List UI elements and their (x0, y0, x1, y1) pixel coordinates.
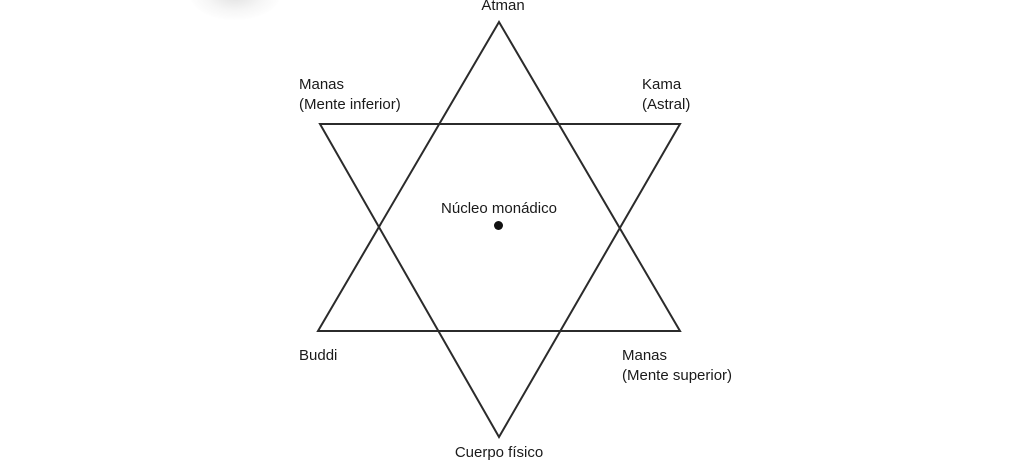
label-manas-superior: Manas (Mente superior) (622, 346, 732, 386)
label-buddi: Buddi (299, 346, 337, 366)
downward-triangle (318, 123, 682, 440)
label-manas-inferior-line2: (Mente inferior) (299, 96, 401, 113)
upward-triangle (316, 20, 682, 332)
label-manas-superior-line2: (Mente superior) (622, 367, 733, 384)
label-cuerpo-fisico: Cuerpo físico (455, 443, 543, 463)
label-atman-text: Atman (481, 0, 525, 14)
label-manas-superior-line1: Manas (622, 347, 668, 364)
monadic-nucleus-dot (494, 221, 503, 230)
label-cuerpo-fisico-text: Cuerpo físico (454, 444, 544, 461)
label-kama-line2: (Astral) (642, 96, 691, 113)
label-nucleo-monadico-text: Núcleo monádico (441, 200, 557, 217)
label-buddi-text: Buddi (299, 347, 338, 364)
label-nucleo-monadico: Núcleo monádico (441, 199, 557, 219)
label-kama: Kama (Astral) (642, 75, 690, 115)
background-smudge (190, 0, 280, 20)
label-kama-line1: Kama (642, 76, 682, 93)
label-manas-inferior: Manas (Mente inferior) (299, 75, 401, 115)
label-manas-inferior-line1: Manas (299, 76, 345, 93)
label-atman: Atman (481, 0, 524, 16)
